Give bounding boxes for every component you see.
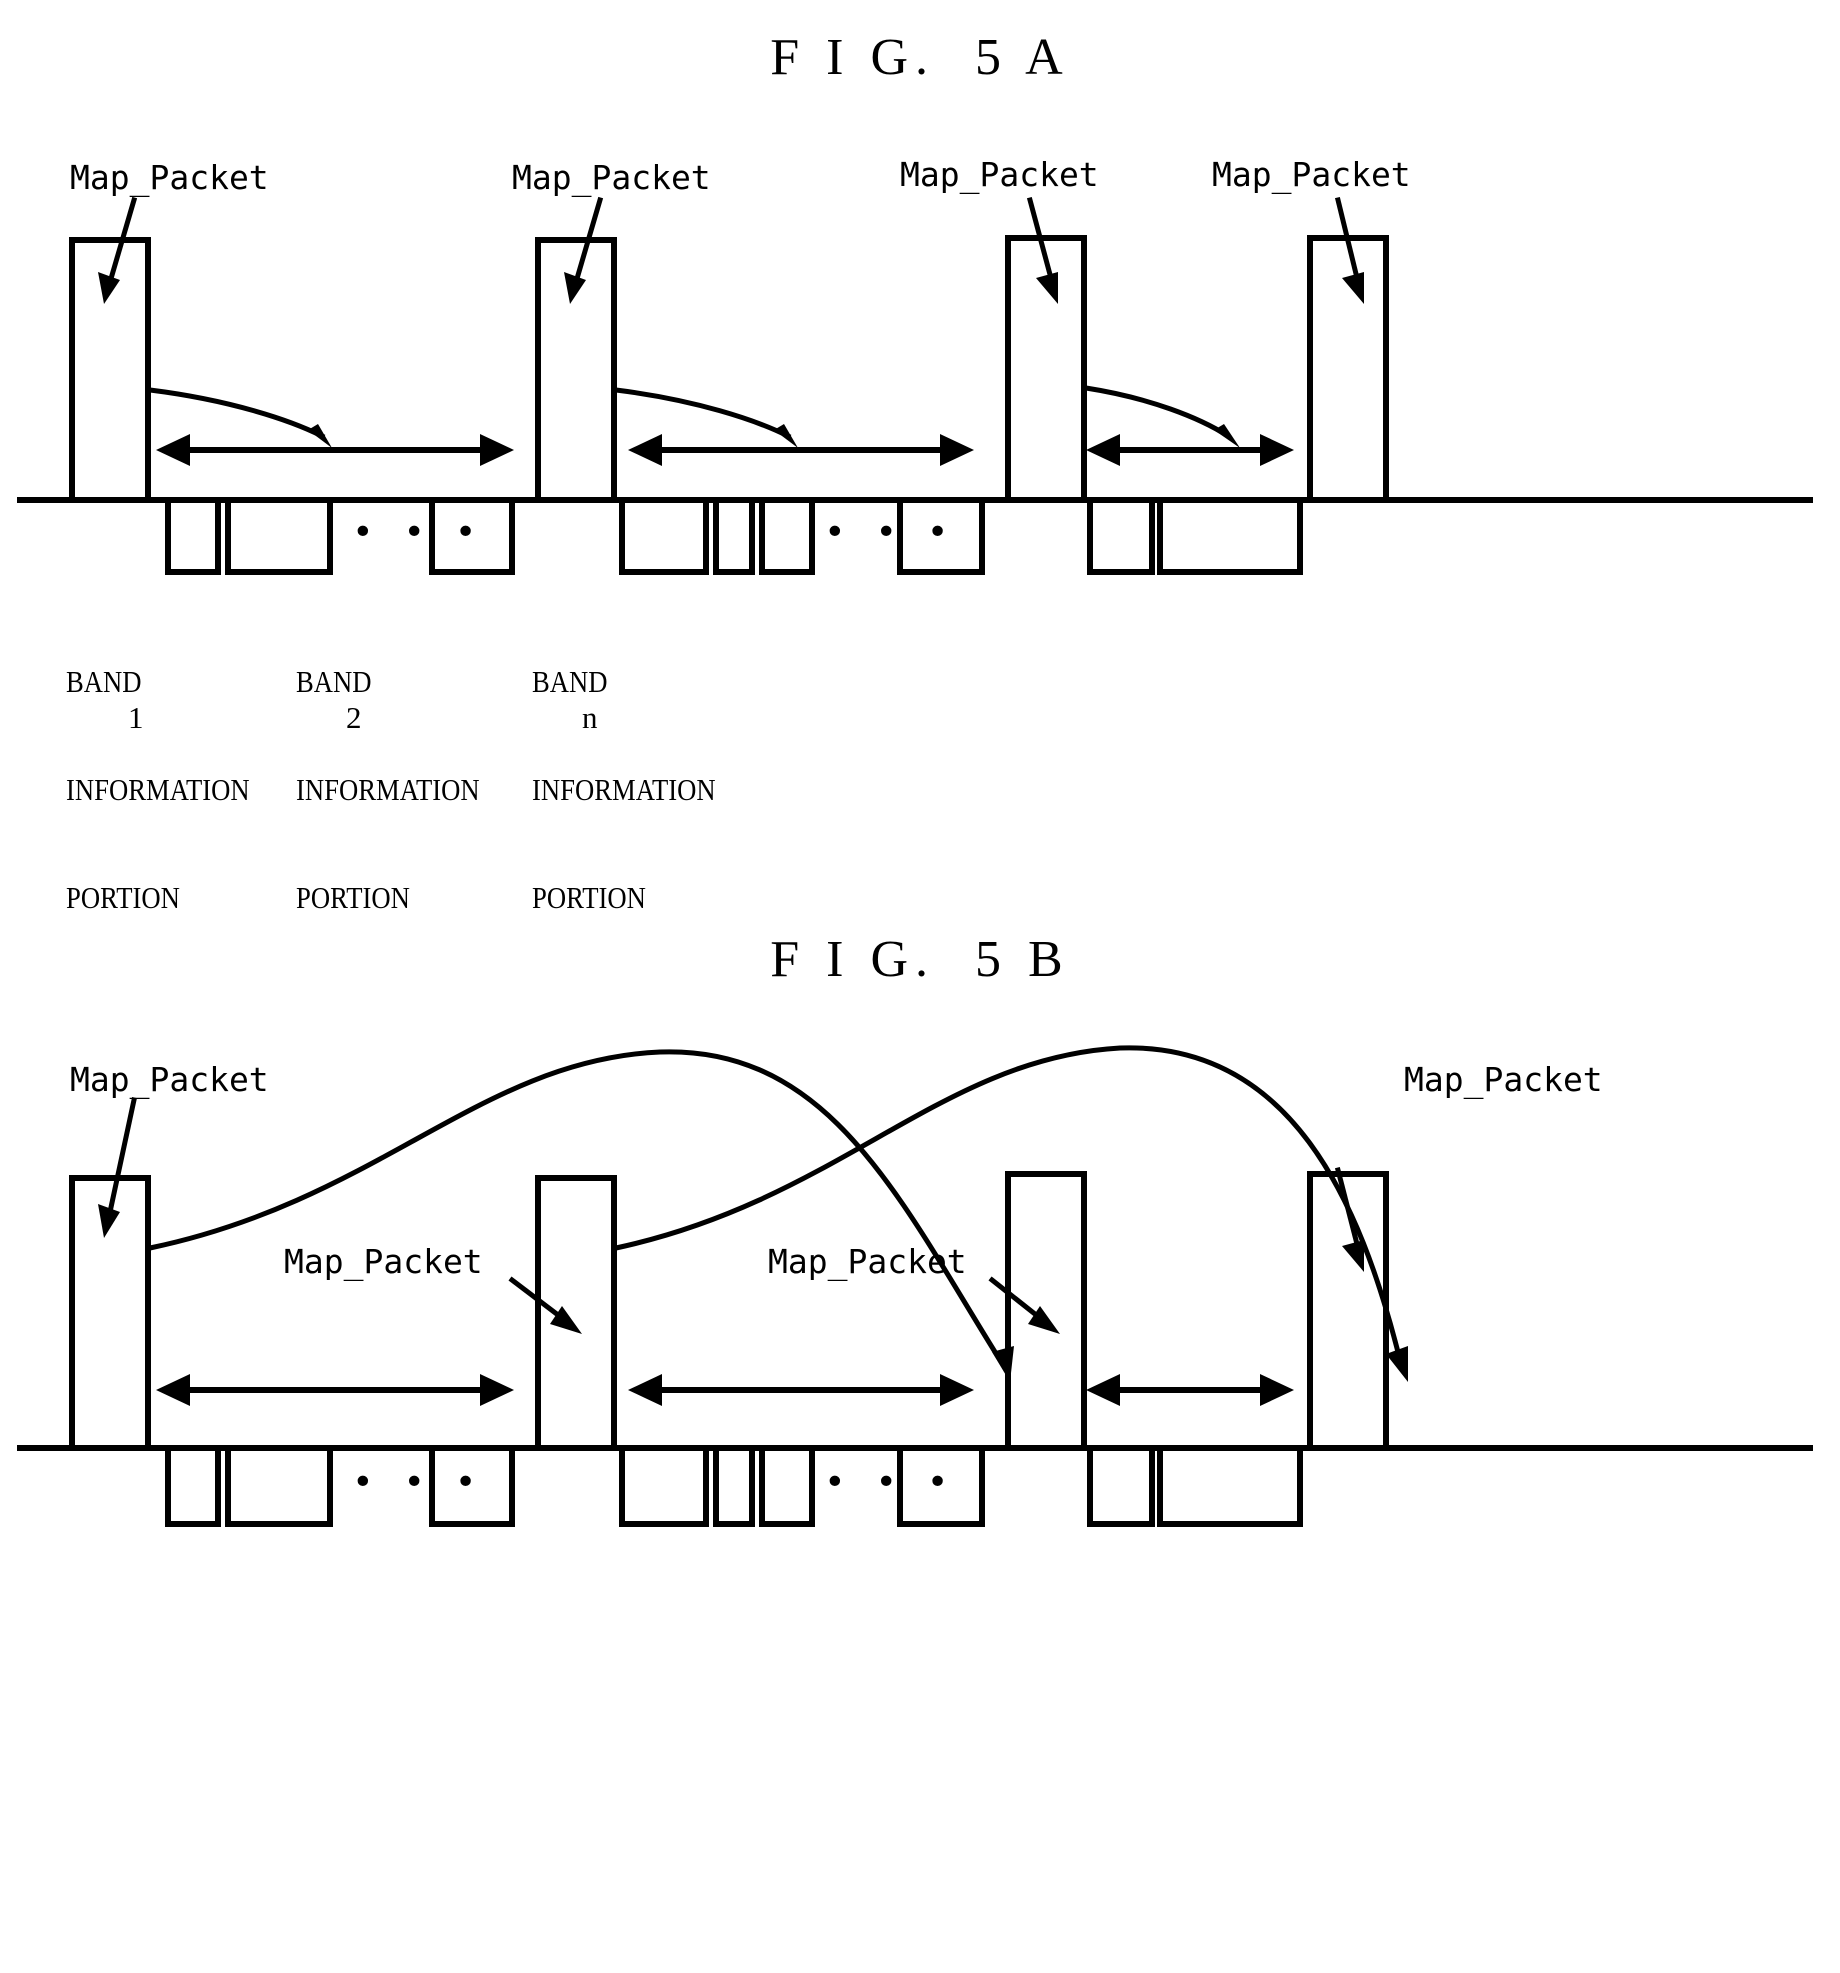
band-box-5b-1a xyxy=(165,1445,221,1527)
band-info-line2: INFORMATION xyxy=(532,772,716,807)
band-box-5b-2c xyxy=(759,1445,815,1527)
band-box-1c xyxy=(429,497,515,575)
band-box-5b-3a xyxy=(1087,1445,1155,1527)
band-info-line1: BAND xyxy=(532,664,608,699)
map-packet-bar-5b-2 xyxy=(535,1175,617,1451)
map-packet-label-5b-2: Map_Packet xyxy=(284,1242,483,1281)
figure-5a-drawing xyxy=(17,196,1813,575)
label-pointer-5b-2 xyxy=(508,1276,582,1334)
band-info-index-1: 1 xyxy=(128,700,144,735)
band-info-line1: BAND xyxy=(296,664,372,699)
long-curved-arrow-2 xyxy=(613,1045,1408,1382)
map-packet-label-4: Map_Packet xyxy=(1212,155,1411,194)
band-box-3b xyxy=(1157,497,1303,575)
band-box-5b-2b xyxy=(713,1445,755,1527)
band-box-5b-2d xyxy=(897,1445,985,1527)
band-info-label-1: BAND INFORMATION PORTION xyxy=(66,592,250,988)
map-packet-label-2: Map_Packet xyxy=(512,158,711,197)
ellipsis-5a-2: • • • xyxy=(824,512,953,553)
map-packet-bar-3 xyxy=(1005,235,1087,503)
band-box-2b xyxy=(713,497,755,575)
ellipsis-5b-2: • • • xyxy=(824,1462,953,1503)
map-packet-bar-5b-3 xyxy=(1005,1171,1087,1451)
label-pointer-2 xyxy=(564,196,604,304)
band-info-label-2: BAND INFORMATION PORTION xyxy=(296,592,480,988)
long-curved-arrow-1 xyxy=(147,1049,1014,1382)
span-arrow-5b-1 xyxy=(156,1374,514,1406)
curved-arrow-1 xyxy=(147,387,332,448)
map-packet-label-5b-3: Map_Packet xyxy=(768,1242,967,1281)
label-pointer-4 xyxy=(1334,196,1364,304)
map-packet-label-3: Map_Packet xyxy=(900,155,1099,194)
band-box-2d xyxy=(897,497,985,575)
band-info-line1: BAND xyxy=(66,664,142,699)
band-info-index-2: 2 xyxy=(346,700,362,735)
band-box-1a xyxy=(165,497,221,575)
span-arrow-5b-3 xyxy=(1086,1374,1294,1406)
band-box-5b-3b xyxy=(1157,1445,1303,1527)
label-pointer-3 xyxy=(1026,196,1058,304)
span-arrow-3 xyxy=(1086,434,1294,466)
map-packet-bar-2 xyxy=(535,237,617,503)
curved-arrow-3 xyxy=(1083,385,1240,448)
band-box-1b xyxy=(225,497,333,575)
band-box-3a xyxy=(1087,497,1155,575)
curved-arrow-2 xyxy=(613,387,798,448)
band-info-label-3: BAND INFORMATION PORTION xyxy=(532,592,716,988)
span-arrow-1 xyxy=(156,434,514,466)
span-arrow-2 xyxy=(628,434,974,466)
label-pointer-1 xyxy=(98,196,138,304)
band-box-5b-1c xyxy=(429,1445,515,1527)
map-packet-label-1: Map_Packet xyxy=(70,158,269,197)
band-box-5b-1b xyxy=(225,1445,333,1527)
span-arrow-5b-2 xyxy=(628,1374,974,1406)
label-pointer-5b-1 xyxy=(98,1097,137,1238)
band-info-line3: PORTION xyxy=(532,880,646,915)
label-pointer-5b-4 xyxy=(1334,1166,1364,1272)
ellipsis-5b-1: • • • xyxy=(352,1462,481,1503)
band-box-2a xyxy=(619,497,709,575)
figure-title-5b: F I G. 5 B xyxy=(770,931,1070,988)
map-packet-bar-1 xyxy=(69,237,151,503)
band-info-line3: PORTION xyxy=(66,880,180,915)
band-info-line2: INFORMATION xyxy=(296,772,480,807)
band-info-index-3: n xyxy=(582,700,598,735)
map-packet-label-5b-4: Map_Packet xyxy=(1404,1060,1603,1099)
band-info-line2: INFORMATION xyxy=(66,772,250,807)
band-box-5b-2a xyxy=(619,1445,709,1527)
figure-title-5a: F I G. 5 A xyxy=(770,29,1070,86)
band-box-2c xyxy=(759,497,815,575)
map-packet-bar-5b-1 xyxy=(69,1175,151,1451)
ellipsis-5a-1: • • • xyxy=(352,512,481,553)
map-packet-label-5b-1: Map_Packet xyxy=(70,1060,269,1099)
label-pointer-5b-3 xyxy=(988,1276,1060,1334)
band-info-line3: PORTION xyxy=(296,880,410,915)
